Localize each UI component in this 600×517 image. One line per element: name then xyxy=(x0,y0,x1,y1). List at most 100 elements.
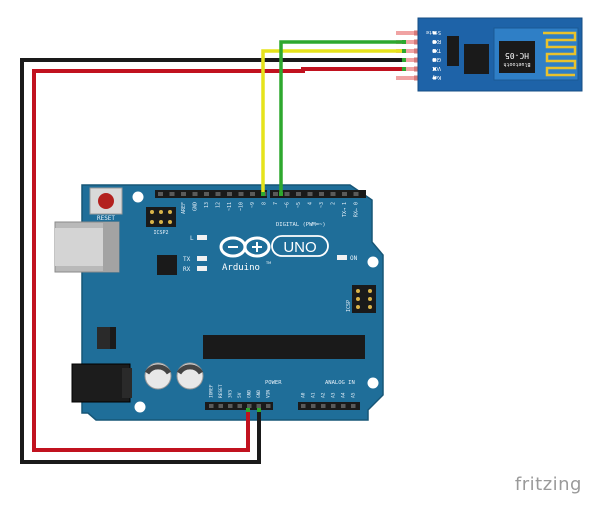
header-hole xyxy=(169,192,175,196)
uno-badge xyxy=(271,235,329,257)
digital-label: DIGITAL (PWM=~) xyxy=(276,222,326,228)
module-pin-base xyxy=(414,57,418,63)
fritzing-watermark: fritzing xyxy=(514,474,582,495)
capacitor xyxy=(144,362,172,390)
rxd-wire xyxy=(279,40,404,194)
power-label: POWER xyxy=(265,380,282,386)
tx-led xyxy=(197,256,207,261)
analog-label: ANALOG IN xyxy=(325,380,355,386)
digital-pin-label: GND xyxy=(193,202,199,211)
header-hole xyxy=(330,192,336,196)
header-hole xyxy=(227,192,232,196)
antenna-trace xyxy=(543,31,577,77)
digital-pin-label: ~10 xyxy=(239,202,245,211)
header-hole xyxy=(237,404,242,408)
tm-label: TM xyxy=(265,261,271,265)
module-pin-base xyxy=(414,30,418,36)
module-pin-base xyxy=(414,39,418,45)
power-pin-label: 5V xyxy=(237,392,243,398)
digital-pin-label: ~3 xyxy=(319,202,325,208)
header-hole xyxy=(341,404,346,408)
power-pin-label: RESET xyxy=(218,384,224,398)
icsp2-header xyxy=(146,207,176,227)
connection-point xyxy=(246,408,250,412)
module-pin-marker xyxy=(433,49,436,53)
module-name: HC-05 xyxy=(505,51,529,60)
module-pin-marker xyxy=(433,58,436,62)
mounting-hole xyxy=(367,256,379,268)
module-pin-label: TXD xyxy=(432,47,441,53)
module-regulator xyxy=(447,36,459,66)
digital-pin-label: 13 xyxy=(204,202,210,208)
on-label: ON xyxy=(350,255,358,262)
txd-wire xyxy=(261,49,404,194)
header-hole xyxy=(284,192,290,196)
module-pin xyxy=(396,49,418,53)
header-hole xyxy=(204,192,209,196)
analog-pin-label: A2 xyxy=(321,392,327,398)
icsp2-label: ICSP2 xyxy=(153,230,168,236)
module-pin-marker xyxy=(433,67,436,71)
header-hole xyxy=(311,404,316,408)
digital-pin-label: TX→ 1 xyxy=(342,202,348,217)
header-hole xyxy=(351,404,356,408)
header-hole xyxy=(192,192,198,196)
power-pin-label: GND xyxy=(256,390,262,398)
module-pin-label: GND xyxy=(432,56,441,62)
bluetooth-chip xyxy=(499,41,535,73)
rx-led xyxy=(197,266,207,271)
power-pin-label: IOREF xyxy=(209,384,215,398)
digital-pin-label: 7 xyxy=(273,202,279,205)
rx-label: RX xyxy=(183,266,191,273)
mounting-hole xyxy=(132,191,144,203)
connection-point xyxy=(402,40,406,44)
header-hole xyxy=(247,404,252,408)
connection-point xyxy=(402,49,406,53)
digital-pin-label: 2 xyxy=(331,202,337,205)
module-pin xyxy=(396,76,418,80)
usb-chip xyxy=(157,255,177,275)
connection-point xyxy=(261,192,265,196)
mounting-hole xyxy=(134,401,146,413)
icsp-header xyxy=(352,285,376,313)
header-hole xyxy=(158,192,163,196)
header-hole xyxy=(181,192,186,196)
arduino-logo: UNO Arduino TM xyxy=(219,235,329,273)
icsp-label: ICSP xyxy=(346,300,352,312)
module-pin-label: VCC xyxy=(432,65,441,71)
capacitor xyxy=(176,362,204,390)
header-hole xyxy=(353,192,359,196)
header-hole xyxy=(215,192,221,196)
reset-button[interactable] xyxy=(89,187,123,215)
header-hole xyxy=(273,192,278,196)
wires xyxy=(20,40,406,464)
header-hole xyxy=(342,192,347,196)
module-pin-marker xyxy=(433,76,436,80)
digital-pin-label: RX← 0 xyxy=(354,202,360,217)
power-pin-label: 3V3 xyxy=(228,390,234,398)
header-hole xyxy=(319,192,324,196)
power-led xyxy=(337,255,347,260)
digital-pin-label: ~6 xyxy=(285,202,291,208)
module-pin-base xyxy=(414,75,418,81)
module-pin xyxy=(396,31,418,35)
vcc-wire xyxy=(32,67,404,452)
power-pin-label: VIN xyxy=(266,390,272,398)
digital-pin-label: ~9 xyxy=(250,202,256,208)
module-pin xyxy=(396,40,418,44)
connection-point xyxy=(279,192,283,196)
header-hole xyxy=(209,404,214,408)
module-pin-label: Key xyxy=(432,74,441,80)
mounting-hole xyxy=(367,377,379,389)
header-hole xyxy=(250,192,255,196)
connection-point xyxy=(257,408,261,412)
hc05-module: StateRXDTXDGNDVCCKey HC-05 Bluetooth xyxy=(396,17,583,92)
voltage-regulator xyxy=(97,327,116,349)
header-hole xyxy=(296,192,301,196)
digital-pin-label: 8 xyxy=(262,202,268,205)
arduino-label: Arduino xyxy=(222,263,260,273)
uno-label: UNO xyxy=(283,239,316,256)
digital-pin-label: AREF xyxy=(181,202,187,214)
header-hole xyxy=(218,404,223,408)
